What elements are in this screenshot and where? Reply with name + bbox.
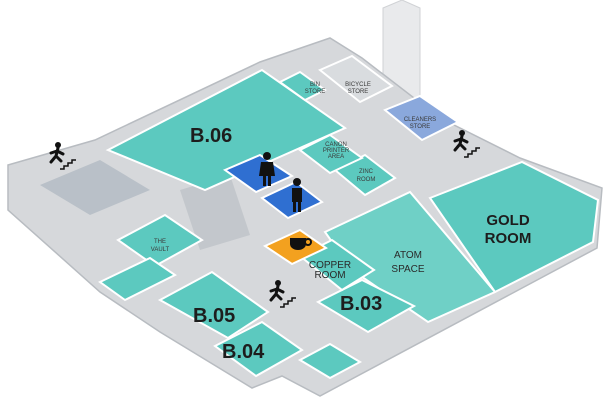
room-bin-store[interactable] [278,70,327,102]
label-b06: B.06 [190,125,232,147]
label-b03: B.03 [340,293,382,315]
room-gold[interactable] [428,160,600,294]
stairs-icon [269,280,296,308]
toilet-room-1[interactable] [222,153,295,194]
label-b04: B.04 [222,341,265,363]
room-b05[interactable] [157,270,270,340]
toilet-person-icon [259,152,275,186]
coffee-icon [290,238,312,250]
corridor [180,175,250,250]
room-bicycle-store[interactable] [318,54,394,104]
stairs-icon [453,130,480,158]
stairs-icon [49,142,76,170]
room-bottom-teal [297,342,363,380]
room-b04[interactable] [213,320,304,378]
room-b06[interactable] [105,68,348,192]
room-left-teal [98,256,177,302]
corridor [40,160,150,215]
room-printer-area[interactable] [298,133,364,175]
toilet-person-icon [292,178,302,212]
room-cleaners-store[interactable] [383,94,460,142]
room-the-vault[interactable] [116,213,204,268]
label-b05: B.05 [193,305,235,327]
